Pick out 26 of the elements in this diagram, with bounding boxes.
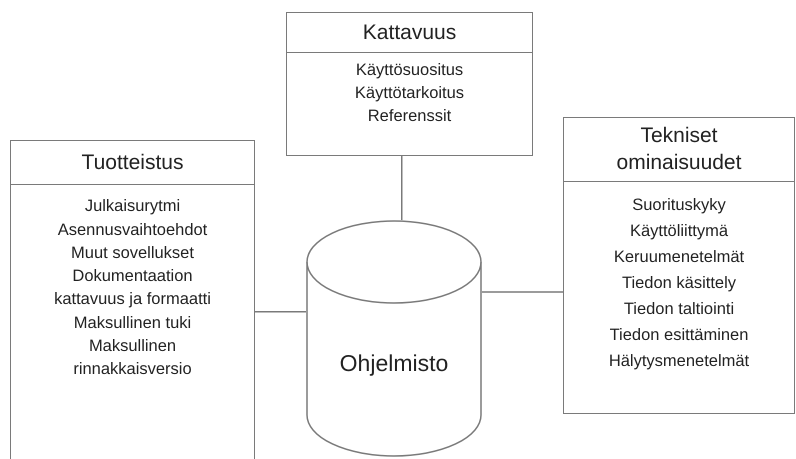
- box-heading: Tuotteistus: [82, 150, 184, 176]
- list-item: Käyttötarkoitus: [354, 83, 464, 104]
- list-item: Dokumentaation kattavuus ja formaatti: [53, 266, 212, 310]
- list-item: Tiedon käsittely: [622, 272, 736, 294]
- connector-line: [482, 291, 563, 293]
- list-item: Suorituskyky: [632, 194, 726, 216]
- list-item: Käyttöliittymä: [630, 220, 728, 242]
- category-box: [286, 12, 533, 156]
- connector-line: [401, 156, 402, 220]
- category-box: [563, 117, 795, 414]
- box-heading: Kattavuus: [362, 20, 456, 46]
- category-box: [10, 140, 255, 459]
- list-item: Tiedon taltiointi: [624, 298, 734, 320]
- list-item: Muut sovellukset: [71, 242, 194, 264]
- list-item: Referenssit: [368, 106, 452, 128]
- list-item: Julkaisurytmi: [84, 196, 180, 218]
- list-item: Keruumenetelmät: [614, 246, 744, 268]
- connector-line: [255, 311, 306, 312]
- list-item: Käyttösuositus: [356, 60, 464, 82]
- node-label: Ohjelmisto: [340, 350, 448, 376]
- list-item: Hälytysmenetelmät: [608, 350, 750, 372]
- list-item: Maksullinen rinnakkaisversio: [72, 336, 193, 380]
- list-item: Tiedon esittäminen: [610, 324, 748, 346]
- box-heading: Tekniset ominaisuudet: [616, 123, 742, 176]
- list-item: Maksullinen tuki: [74, 312, 192, 334]
- list-item: Asennusvaihtoehdot: [58, 220, 208, 241]
